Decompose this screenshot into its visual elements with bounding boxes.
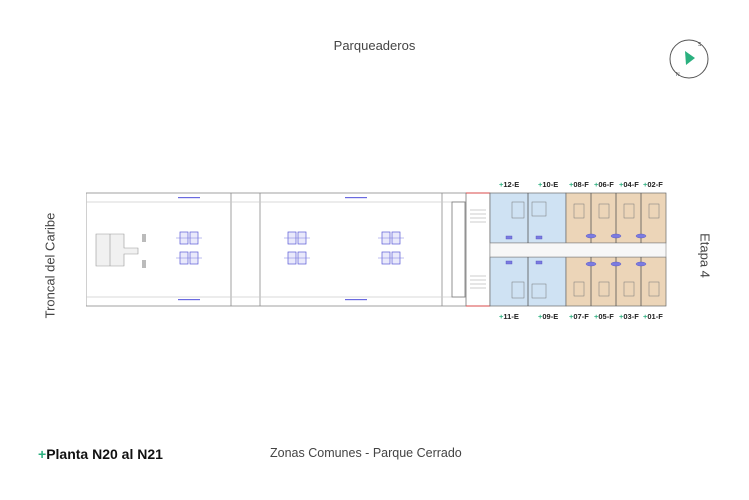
floor-subtitle: Zonas Comunes - Parque Cerrado	[270, 446, 462, 460]
unit-label-top-1: +12-E	[499, 180, 520, 189]
unit-label-bottom-1: +11-E	[499, 312, 519, 321]
compass-north: N	[676, 72, 680, 78]
unit-label-bottom-3: +07-F	[569, 312, 589, 321]
parking-zone	[86, 192, 480, 307]
unit-label-bottom-5: +03-F	[619, 312, 639, 321]
unit-label-top-6: +02-F	[643, 180, 663, 189]
unit-label-bottom-4: +05-F	[594, 312, 614, 321]
unit-label-bottom-6: +01-F	[643, 312, 663, 321]
floor-title: +Planta N20 al N21	[38, 446, 163, 462]
unit-label-top-2: +10-E	[538, 180, 559, 189]
troncal-label: Troncal del Caribe	[42, 212, 58, 319]
floor-plan	[86, 192, 667, 307]
parking-label: Parqueaderos	[333, 38, 416, 53]
core-block	[451, 192, 491, 307]
compass-south: S	[698, 42, 702, 48]
unit-label-bottom-2: +09-E	[538, 312, 559, 321]
etapa-label: Etapa 4	[697, 233, 713, 278]
compass-icon: S N	[669, 39, 709, 79]
ramp-block	[95, 233, 139, 267]
unit-label-top-5: +04-F	[619, 180, 639, 189]
unit-label-top-4: +06-F	[594, 180, 614, 189]
unit-label-top-3: +08-F	[569, 180, 589, 189]
